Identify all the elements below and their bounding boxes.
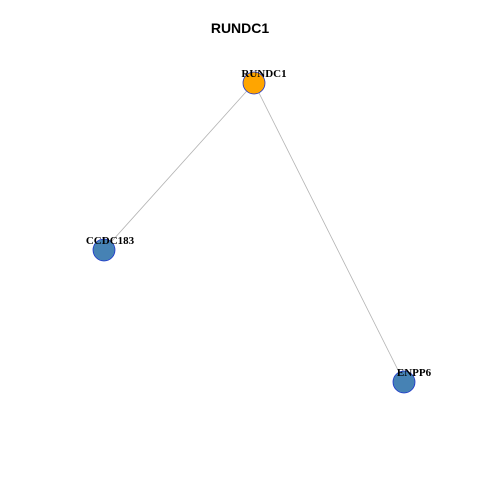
node-ccdc183[interactable] (92, 238, 116, 262)
edge-rundc1-ccdc183 (103, 82, 255, 251)
node-label-ccdc183: CCDC183 (86, 235, 135, 247)
node-label-rundc1: RUNDC1 (241, 68, 286, 80)
node-rundc1[interactable] (242, 71, 266, 95)
edge-rundc1-enpp6 (253, 82, 405, 383)
node-enpp6[interactable] (392, 370, 416, 394)
node-label-enpp6: ENPP6 (397, 367, 432, 379)
diagram-title: RUNDC1 (210, 20, 270, 36)
